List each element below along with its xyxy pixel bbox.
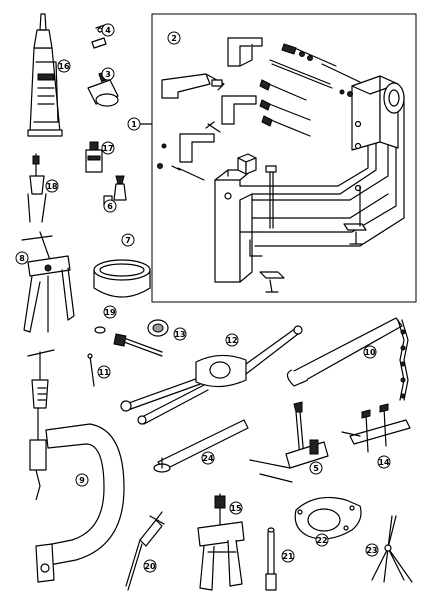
callout-17: 17 xyxy=(101,141,115,155)
svg-text:7: 7 xyxy=(125,236,131,245)
callout-21: 21 xyxy=(281,549,295,563)
callout-2: 2 xyxy=(167,31,181,45)
two-jaw-puller xyxy=(197,493,245,591)
puller-bolt xyxy=(113,333,163,357)
svg-text:14: 14 xyxy=(378,458,390,467)
engine-stand-kit-frame xyxy=(151,13,417,303)
bracket-hooks xyxy=(157,37,263,181)
valve-spring-compressor xyxy=(27,349,125,583)
callout-4: 4 xyxy=(101,23,115,37)
flywheel-holder xyxy=(249,401,329,483)
svg-text:19: 19 xyxy=(104,308,116,317)
callout-11: 11 xyxy=(97,365,111,379)
svg-text:22: 22 xyxy=(316,536,327,545)
gasket-plate xyxy=(294,497,362,540)
long-bolt-set xyxy=(259,43,361,137)
svg-text:5: 5 xyxy=(313,464,319,473)
svg-text:23: 23 xyxy=(366,546,377,555)
chain-wrench xyxy=(286,317,409,401)
circlip-pliers xyxy=(371,515,413,583)
callout-20: 20 xyxy=(143,559,157,573)
pin-and-washers xyxy=(91,23,109,49)
piston-ring-band xyxy=(93,259,151,298)
callout-3: 3 xyxy=(101,67,115,81)
svg-text:12: 12 xyxy=(226,336,237,345)
callout-10: 10 xyxy=(363,345,377,359)
svg-text:16: 16 xyxy=(58,62,70,71)
svg-text:8: 8 xyxy=(19,254,25,263)
pin-punch xyxy=(265,527,277,591)
callout-1: 1 xyxy=(127,117,141,131)
pin-spanner xyxy=(153,419,249,473)
svg-text:15: 15 xyxy=(230,504,242,513)
thin-rod xyxy=(87,353,95,387)
svg-text:10: 10 xyxy=(364,348,376,357)
callout-22: 22 xyxy=(315,533,329,547)
callout-15: 15 xyxy=(229,501,243,515)
svg-text:2: 2 xyxy=(171,34,177,43)
callout-6: 6 xyxy=(103,199,117,213)
callout-5: 5 xyxy=(309,461,323,475)
callout-12: 12 xyxy=(225,333,239,347)
callout-19: 19 xyxy=(103,305,117,319)
svg-text:20: 20 xyxy=(144,562,156,571)
svg-text:9: 9 xyxy=(79,476,85,485)
svg-text:3: 3 xyxy=(105,70,111,79)
t-handle-wrench xyxy=(120,325,303,425)
small-bottle xyxy=(85,141,103,173)
callouts: 4 16 2 3 1 17 18 6 7 8 19 13 12 10 11 9 … xyxy=(15,23,391,573)
svg-text:18: 18 xyxy=(46,182,58,191)
sealant-tube xyxy=(27,13,63,137)
engine-stand-body xyxy=(214,75,405,293)
valve-spring-tool xyxy=(27,153,47,223)
callout-14: 14 xyxy=(377,455,391,469)
callout-18: 18 xyxy=(45,179,59,193)
callout-7: 7 xyxy=(121,233,135,247)
three-jaw-puller xyxy=(21,231,75,333)
svg-text:4: 4 xyxy=(105,26,111,35)
svg-text:11: 11 xyxy=(98,368,110,377)
callout-9: 9 xyxy=(75,473,89,487)
svg-text:17: 17 xyxy=(102,144,113,153)
callout-13: 13 xyxy=(173,327,187,341)
holding-bar xyxy=(341,403,411,453)
svg-text:24: 24 xyxy=(202,454,214,463)
callout-16: 16 xyxy=(57,59,71,73)
callout-24: 24 xyxy=(201,451,215,465)
svg-text:6: 6 xyxy=(107,202,113,211)
callout-23: 23 xyxy=(365,543,379,557)
svg-text:1: 1 xyxy=(131,120,137,129)
svg-text:21: 21 xyxy=(282,552,294,561)
syringe xyxy=(125,511,165,591)
svg-text:13: 13 xyxy=(174,330,185,339)
callout-8: 8 xyxy=(15,251,29,265)
bearing-ring xyxy=(147,319,169,337)
